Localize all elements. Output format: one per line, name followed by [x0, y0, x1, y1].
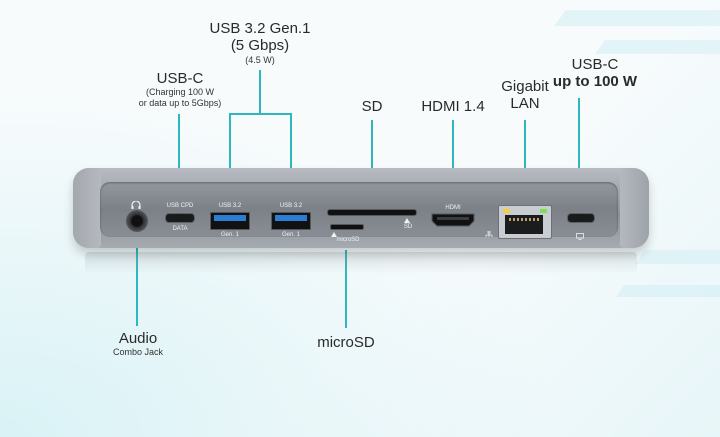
- microsd-slot[interactable]: [330, 224, 364, 230]
- callout-hdmi: HDMI 1.4: [421, 98, 485, 115]
- hub-endcap-left: [73, 168, 101, 248]
- callout-line-hdmi: [452, 120, 454, 206]
- ethernet-socket: [505, 215, 543, 234]
- sd-label: SD: [403, 224, 413, 230]
- callout-microsd: microSD: [317, 334, 375, 351]
- callout-usbc-right: USB-C up to 100 W: [540, 56, 650, 91]
- callout-usb32: USB 3.2 Gen.1 (5 Gbps) (4.5 W): [200, 20, 320, 65]
- callout-usbc-left-line1: (Charging 100 W: [145, 87, 215, 98]
- microsd-triangle-icon: [331, 232, 337, 237]
- usbc-port-right[interactable]: [567, 213, 595, 223]
- callout-line-usb32-top: [259, 70, 261, 114]
- hub-reflection: [85, 252, 637, 274]
- headphone-icon: [131, 196, 141, 209]
- callout-usbc-left-title: USB-C: [156, 70, 204, 87]
- decor-stripe: [635, 250, 720, 264]
- decor-stripe: [595, 40, 720, 54]
- audio-jack[interactable]: [126, 210, 148, 232]
- hdmi-port[interactable]: [431, 213, 475, 227]
- callout-lan: Gigabit LAN: [490, 78, 560, 113]
- led-green: [540, 209, 547, 213]
- callout-audio-title: Audio: [118, 330, 158, 347]
- callout-line-usbc-right: [578, 98, 580, 206]
- hub-endcap-right: [620, 168, 649, 248]
- callout-line-microsd: [345, 250, 347, 328]
- callout-usbc-left-line2: or data up to 5Gbps): [138, 97, 222, 108]
- callout-audio: Audio Combo Jack: [98, 330, 178, 358]
- callout-lan-line2: LAN: [510, 95, 540, 113]
- callout-usbc-left: USB-C (Charging 100 W or data up to 5Gbp…: [120, 70, 240, 108]
- led-yellow: [503, 209, 510, 213]
- usb32-b-label: USB 3.2: [279, 203, 303, 209]
- callout-line-lan: [524, 120, 526, 202]
- usbc-pd-label: USB CPD: [166, 203, 194, 209]
- microsd-label: microSD: [336, 237, 360, 243]
- usb32-a-label: USB 3.2: [218, 203, 242, 209]
- sd-card-slot[interactable]: [327, 209, 417, 216]
- sd-triangle-icon: [404, 218, 410, 223]
- callout-usb32-speed: (5 Gbps): [230, 37, 290, 55]
- decor-stripe: [554, 10, 720, 26]
- callout-line-sd: [371, 120, 373, 206]
- hdmi-label: HDMI: [445, 205, 461, 211]
- callout-line-usb32-a: [229, 113, 231, 201]
- usb-a-port-1-tongue: [214, 215, 246, 221]
- usbc-data-label: DATA: [172, 226, 188, 232]
- callout-line-usb32-bar: [229, 113, 292, 115]
- usb-a-port-2[interactable]: [271, 212, 311, 230]
- callout-audio-subtitle: Combo Jack: [112, 347, 164, 358]
- ethernet-pins: [509, 218, 539, 221]
- usb-a-port-2-tongue: [275, 215, 307, 221]
- callout-lan-line1: Gigabit: [501, 78, 549, 95]
- usb-a-port-1[interactable]: [210, 212, 250, 230]
- callout-usbc-right-title: USB-C: [571, 56, 619, 73]
- ethernet-port[interactable]: [498, 205, 552, 239]
- network-icon: [485, 226, 493, 237]
- callout-line-usb32-b: [290, 113, 292, 201]
- callout-usb32-power: (4.5 W): [245, 54, 275, 65]
- usb32-a-gen-label: Gen. 1: [220, 232, 239, 238]
- callout-usb32-title: USB 3.2 Gen.1: [209, 20, 311, 37]
- usb32-b-gen-label: Gen. 1: [281, 232, 300, 238]
- callout-line-usbc-left: [178, 114, 180, 201]
- callout-line-audio: [136, 228, 138, 326]
- monitor-icon: [576, 227, 584, 240]
- decor-stripe: [615, 285, 720, 297]
- usbc-port-left[interactable]: [165, 213, 195, 223]
- callout-sd: SD: [361, 98, 383, 115]
- callout-usbc-right-subtitle: up to 100 W: [552, 73, 638, 91]
